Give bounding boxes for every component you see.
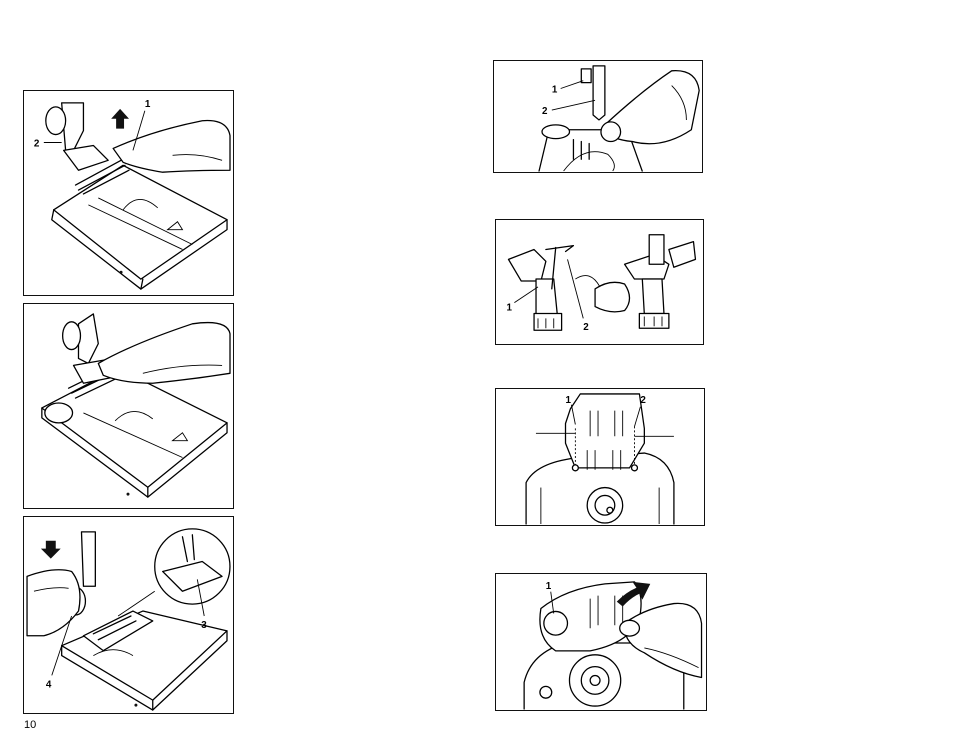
callout-1: 1: [546, 581, 552, 592]
callout-3: 3: [201, 620, 207, 631]
arrow-up-icon: [111, 109, 129, 129]
figure-7-illustration: 1: [496, 574, 706, 710]
figure-5-presser-feet: 1 2: [495, 219, 704, 345]
callout-1: 1: [552, 84, 558, 95]
figure-1-remove-plate: 1 2: [23, 90, 234, 296]
figure-7-slide-plate: 1: [495, 573, 707, 711]
figure-2-press-plate: [23, 303, 234, 509]
page-number: 10: [24, 719, 36, 731]
arrow-down-icon: [41, 541, 61, 559]
callout-2: 2: [34, 138, 40, 149]
callout-1: 1: [566, 395, 572, 406]
callout-4: 4: [46, 679, 52, 690]
figure-6-illustration: 1 2: [496, 389, 704, 525]
callout-2: 2: [640, 395, 646, 406]
figure-3-illustration: 3 4: [24, 517, 233, 713]
figure-6-plate-alignment: 1 2: [495, 388, 705, 526]
figure-5-illustration: 1 2: [496, 220, 703, 344]
figure-4-foot-lever: 1 2: [493, 60, 703, 173]
callout-2: 2: [583, 322, 589, 333]
figure-1-illustration: 1 2: [24, 91, 233, 295]
callout-2: 2: [542, 106, 548, 117]
figure-2-illustration: [24, 304, 233, 508]
figure-4-illustration: 1 2: [494, 61, 702, 172]
figure-3-attach-plate: 3 4: [23, 516, 234, 714]
callout-1: 1: [145, 99, 151, 110]
callout-1: 1: [507, 303, 513, 314]
